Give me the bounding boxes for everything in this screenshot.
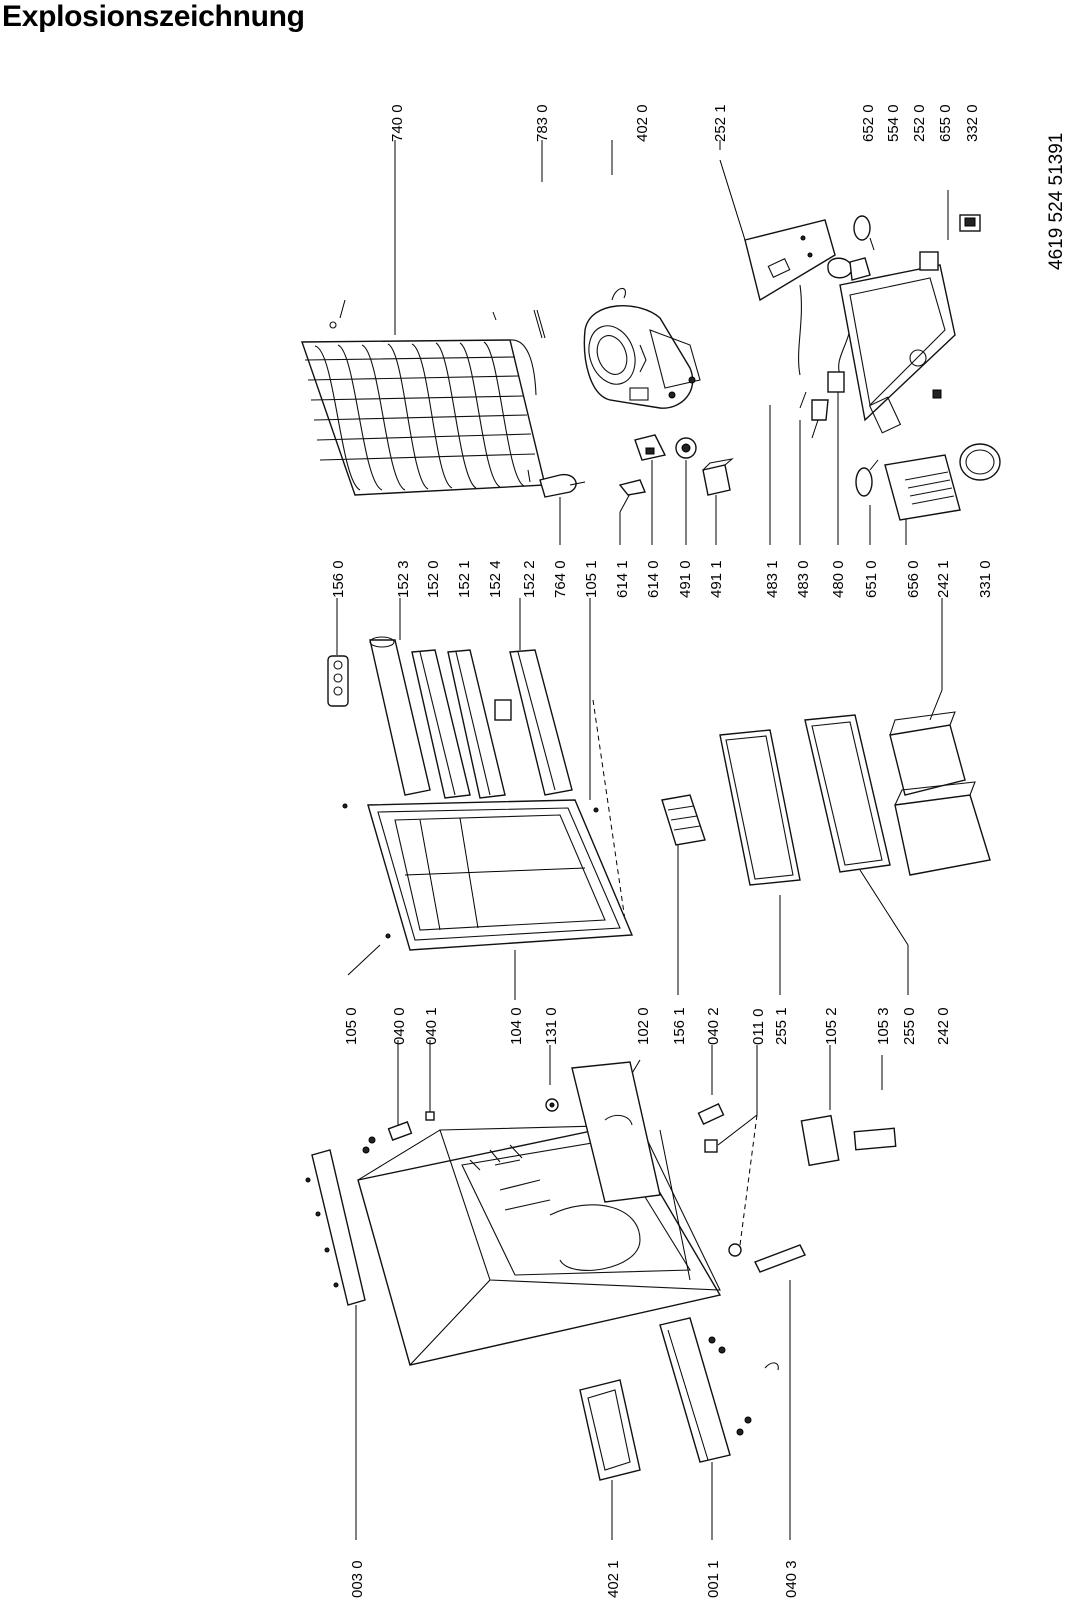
- label-105-1: 105 1: [583, 560, 600, 598]
- foot-screw: [728, 1243, 742, 1257]
- hinge-pin: [425, 1111, 435, 1121]
- label-104-0: 104 0: [508, 1007, 525, 1045]
- label-040-1: 040 1: [423, 1007, 440, 1045]
- door-shelf-2: [447, 649, 506, 799]
- hinge-lower: [754, 1244, 806, 1273]
- lamp-bulb: [853, 215, 875, 251]
- glass-shelf-lower: [804, 714, 891, 873]
- relay: [634, 434, 667, 461]
- label-614-1: 614 1: [614, 560, 631, 598]
- label-152-0: 152 0: [425, 560, 442, 598]
- label-105-0: 105 0: [343, 1007, 360, 1045]
- relay-clip: [618, 479, 646, 496]
- label-332-0: 332 0: [964, 104, 981, 142]
- lamp-housing: [839, 264, 956, 434]
- label-011-0: 011 0: [750, 1009, 767, 1045]
- ice-cube-tray: [661, 794, 706, 846]
- label-656-0: 656 0: [905, 560, 922, 598]
- label-242-1: 242 1: [935, 560, 952, 598]
- wiring-harness: [798, 284, 851, 439]
- label-483-0: 483 0: [795, 560, 812, 598]
- door-shelf-clip: [494, 699, 512, 721]
- hinge-middle: [697, 1102, 725, 1126]
- crisper-drawer-upper: [889, 711, 966, 796]
- compressor: [583, 287, 701, 409]
- capillary-pin: [533, 309, 546, 339]
- condenser-coil: [301, 299, 546, 496]
- door-shelf-bottle: [369, 636, 431, 796]
- door-stop: [704, 1139, 718, 1153]
- part-labels: 740 0 783 0 402 0 252 1 652 0 554 0 252 …: [330, 104, 994, 1598]
- label-131-0: 131 0: [543, 1007, 560, 1045]
- thermostat-knob: [827, 257, 871, 281]
- label-152-2: 152 2: [521, 560, 538, 598]
- label-651-0: 651 0: [863, 560, 880, 598]
- base-rail: [659, 1317, 752, 1463]
- label-483-1: 483 1: [764, 560, 781, 598]
- label-001-1: 001 1: [705, 1560, 722, 1598]
- label-003-0: 003 0: [349, 1560, 366, 1598]
- label-156-1: 156 1: [671, 1007, 688, 1045]
- label-242-0: 242 0: [935, 1007, 952, 1045]
- label-040-0: 040 0: [391, 1007, 408, 1045]
- label-102-0: 102 0: [635, 1007, 652, 1045]
- top-cover-strip: [305, 1149, 366, 1306]
- door-shelf-1: [411, 649, 471, 799]
- filter-drier: [539, 473, 586, 498]
- lamp-cover: [884, 454, 961, 521]
- label-491-1: 491 1: [708, 560, 725, 598]
- label-764-0: 764 0: [552, 560, 569, 598]
- glass-shelf-upper: [719, 729, 801, 886]
- switch-actuator: [959, 214, 981, 232]
- overload-cover: [702, 458, 734, 496]
- drain-ring: [959, 443, 1001, 481]
- label-105-3: 105 3: [875, 1007, 892, 1045]
- label-402-0: 402 0: [634, 104, 651, 142]
- label-255-1: 255 1: [773, 1007, 790, 1045]
- label-402-1: 402 1: [605, 1560, 622, 1598]
- cable-clip: [764, 1362, 779, 1371]
- label-040-2: 040 2: [705, 1007, 722, 1045]
- hinge-plate-1053: [853, 1127, 897, 1151]
- label-152-3: 152 3: [395, 560, 412, 598]
- page-title: Explosionszeichnung: [2, 0, 305, 33]
- label-652-0: 652 0: [860, 104, 877, 142]
- label-480-0: 480 0: [830, 560, 847, 598]
- label-614-0: 614 0: [645, 560, 662, 598]
- label-255-0: 255 0: [901, 1007, 918, 1045]
- label-152-1: 152 1: [456, 560, 473, 598]
- document-number: 4619 524 51391: [1046, 133, 1067, 270]
- leader-lines: [336, 140, 949, 1540]
- label-252-1: 252 1: [712, 104, 729, 142]
- egg-tray: [327, 655, 349, 707]
- hinge-plate-1052: [800, 1114, 840, 1167]
- label-331-0: 331 0: [977, 560, 994, 598]
- label-152-4: 152 4: [487, 560, 504, 598]
- hinge-upper: [362, 1121, 413, 1154]
- label-105-2: 105 2: [823, 1007, 840, 1045]
- thermostat-bracket: [744, 219, 836, 302]
- label-554-0: 554 0: [885, 104, 902, 142]
- freezer-flap: [571, 1061, 661, 1203]
- light-switch: [919, 251, 939, 271]
- label-491-0: 491 0: [677, 560, 694, 598]
- ventilation-grille: [579, 1379, 641, 1481]
- starter-disc: [675, 437, 697, 459]
- door-shelf-3: [509, 649, 573, 796]
- label-252-0: 252 0: [911, 104, 928, 142]
- refrigerator-door: [342, 799, 634, 951]
- lamp-bulb-lower: [855, 459, 879, 497]
- label-783-0: 783 0: [534, 104, 551, 142]
- hinge-bolt: [545, 1098, 559, 1112]
- label-040-3: 040 3: [783, 1560, 800, 1598]
- crisper-drawer-lower: [894, 781, 991, 876]
- label-740-0: 740 0: [389, 104, 406, 142]
- label-156-0: 156 0: [330, 560, 347, 598]
- label-655-0: 655 0: [937, 104, 954, 142]
